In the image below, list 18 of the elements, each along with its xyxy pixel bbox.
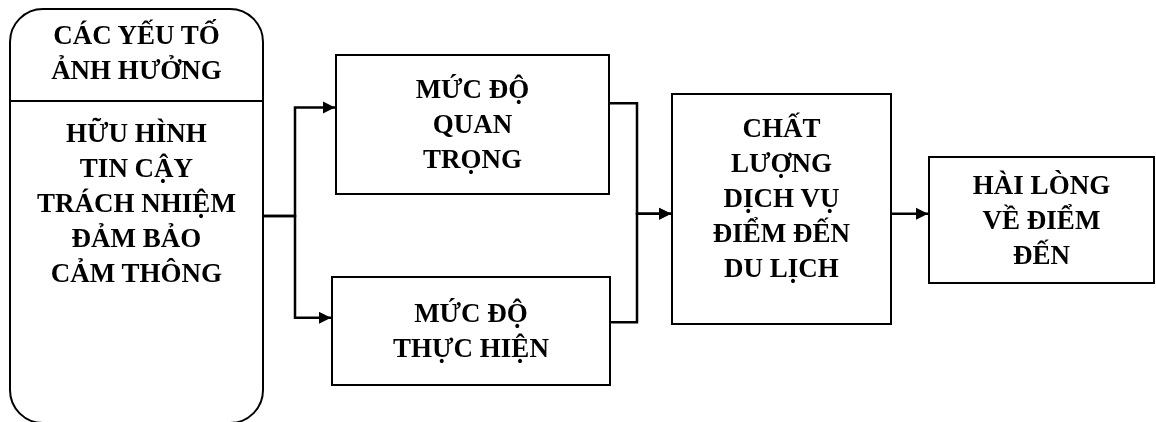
header-text: CÁC YẾU TỐ ẢNH HƯỞNG: [11, 10, 262, 102]
arrow: [264, 214, 331, 325]
box-text: MỨC ĐỘ THỰC HIỆN: [392, 297, 550, 365]
factor-text: HỮU HÌNH: [66, 116, 207, 150]
box-text: MỨC ĐỘ QUAN TRỌNG: [414, 73, 531, 176]
arrow: [611, 207, 671, 324]
process-box: [335, 54, 610, 195]
rounded-box: [9, 8, 264, 422]
box-text: HÀI LÒNG VỀ ĐIỂM ĐẾN: [971, 168, 1112, 272]
factor-text: ĐẢM BẢO: [71, 222, 202, 255]
factor-text: CẢM THÔNG: [50, 257, 223, 290]
factor-text: TRÁCH NHIỆM: [37, 187, 236, 220]
box-text: CHẤT LƯỢNG DỊCH VỤ ĐIỂM ĐẾN DU LỊCH: [711, 111, 852, 285]
process-box: [331, 276, 611, 386]
arrow: [892, 207, 928, 220]
process-box: [671, 93, 892, 325]
process-box: [928, 156, 1155, 284]
factor-text: TIN CẬY: [79, 152, 194, 185]
